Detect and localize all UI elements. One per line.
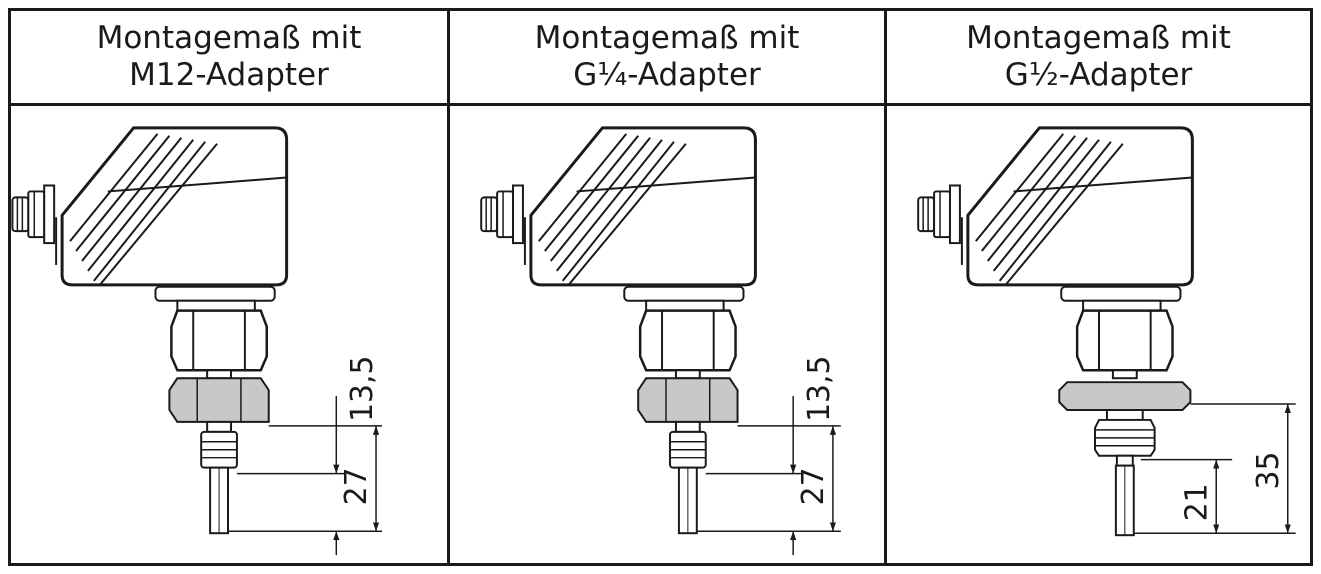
hex-nut bbox=[154, 285, 276, 380]
sensor-housing bbox=[479, 126, 757, 287]
dimension-label-lower: 27 bbox=[796, 467, 831, 505]
column-header: Montagemaß mit G½-Adapter bbox=[887, 11, 1310, 106]
g14-adapter-shaded bbox=[637, 377, 739, 423]
header-line-2: G¼-Adapter bbox=[573, 57, 761, 93]
drawing-m12-adapter: 13,5 27 bbox=[11, 106, 447, 563]
hex-nut bbox=[1060, 285, 1182, 380]
column-m12-adapter: Montagemaß mit M12-Adapter bbox=[11, 11, 447, 563]
dimension-label-upper: 21 bbox=[1179, 483, 1214, 521]
dimension-label-upper: 13,5 bbox=[802, 356, 837, 422]
header-line-1: Montagemaß mit bbox=[966, 20, 1231, 56]
sensor-drawing-svg: 13,5 27 bbox=[11, 126, 382, 556]
header-line-2: M12-Adapter bbox=[129, 57, 329, 93]
sensor-drawing-svg: 13,5 27 bbox=[479, 126, 841, 556]
column-g12-adapter: Montagemaß mit G½-Adapter bbox=[884, 11, 1310, 563]
drawing-g14-adapter: 13,5 27 bbox=[450, 106, 884, 563]
hex-nut bbox=[623, 285, 745, 380]
dimension-label-lower: 27 bbox=[339, 467, 374, 505]
column-g14-adapter: Montagemaß mit G¼-Adapter bbox=[447, 11, 884, 563]
column-header: Montagemaß mit G¼-Adapter bbox=[450, 11, 884, 106]
header-line-1: Montagemaß mit bbox=[534, 20, 800, 56]
drawing-g12-adapter: 21 35 bbox=[887, 106, 1310, 563]
sensor-housing bbox=[11, 126, 289, 287]
m12-adapter-shaded bbox=[168, 377, 270, 423]
header-line-1: Montagemaß mit bbox=[96, 20, 362, 56]
dimension-table: Montagemaß mit M12-Adapter bbox=[8, 8, 1313, 566]
header-line-2: G½-Adapter bbox=[1004, 57, 1193, 93]
sensor-housing bbox=[916, 126, 1194, 287]
dimension-label-lower: 35 bbox=[1251, 452, 1286, 490]
column-header: Montagemaß mit M12-Adapter bbox=[11, 11, 447, 106]
g12-adapter-shaded bbox=[1058, 381, 1192, 411]
sensor-drawing-svg: 21 35 bbox=[916, 126, 1296, 537]
dimension-label-upper: 13,5 bbox=[345, 356, 380, 422]
